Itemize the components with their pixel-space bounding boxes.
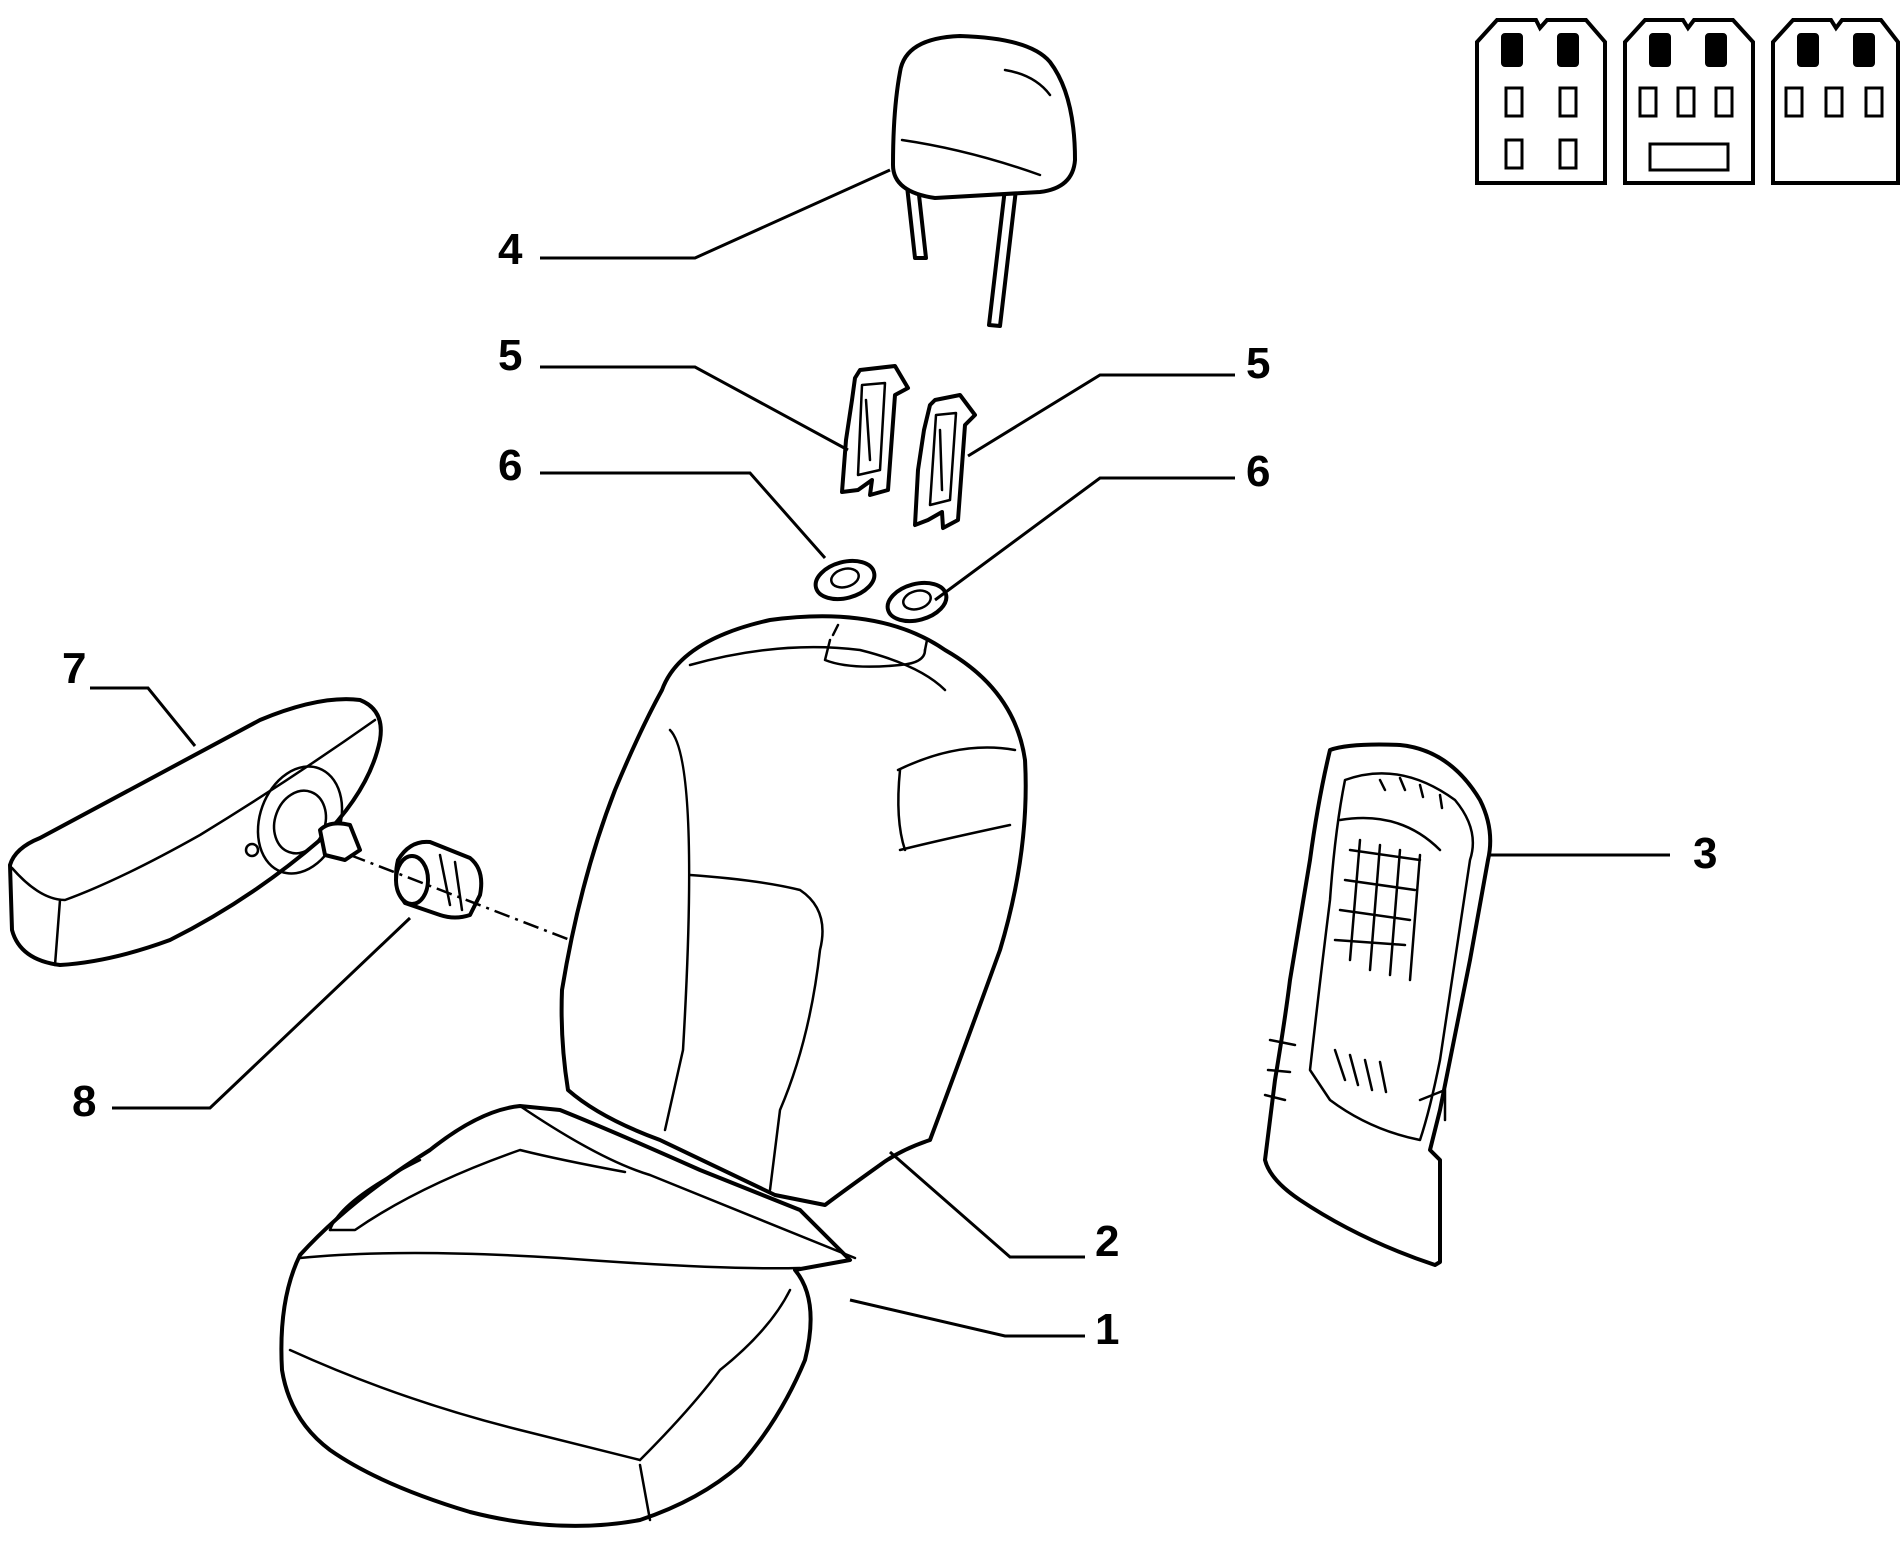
layout-icon-c[interactable] xyxy=(1771,18,1900,185)
armrest-pivot[interactable] xyxy=(318,821,484,920)
armrest[interactable] xyxy=(8,697,383,967)
headrest-guide-left[interactable] xyxy=(840,364,910,497)
seat-cushion[interactable] xyxy=(279,1104,857,1528)
callout-5-right[interactable]: 5 xyxy=(1246,339,1270,388)
headrest-guide-right[interactable] xyxy=(913,393,977,530)
callout-7[interactable]: 7 xyxy=(62,644,86,693)
backrest-rear-panel[interactable] xyxy=(1263,742,1493,1267)
armrest-axis-line xyxy=(349,853,571,942)
callout-6-right[interactable]: 6 xyxy=(1246,447,1270,496)
callout-1[interactable]: 1 xyxy=(1095,1305,1119,1354)
callout-labels: 1 2 3 4 5 5 6 6 7 8 xyxy=(62,225,1717,1354)
layout-icon-b[interactable] xyxy=(1623,18,1755,185)
guide-cap-right[interactable] xyxy=(883,577,950,627)
backrest[interactable] xyxy=(559,614,1028,1207)
callout-3[interactable]: 3 xyxy=(1693,829,1717,878)
guide-cap-left[interactable] xyxy=(811,555,878,605)
layout-icon-a[interactable] xyxy=(1475,18,1607,185)
seat-layout-inset xyxy=(1475,18,1900,185)
callout-4[interactable]: 4 xyxy=(498,225,523,274)
callout-2[interactable]: 2 xyxy=(1095,1217,1119,1266)
leader-lines xyxy=(90,168,1670,1338)
callout-8[interactable]: 8 xyxy=(72,1077,96,1126)
callout-6-left[interactable]: 6 xyxy=(498,441,522,490)
headrest[interactable] xyxy=(891,34,1077,328)
callout-5-left[interactable]: 5 xyxy=(498,331,522,380)
